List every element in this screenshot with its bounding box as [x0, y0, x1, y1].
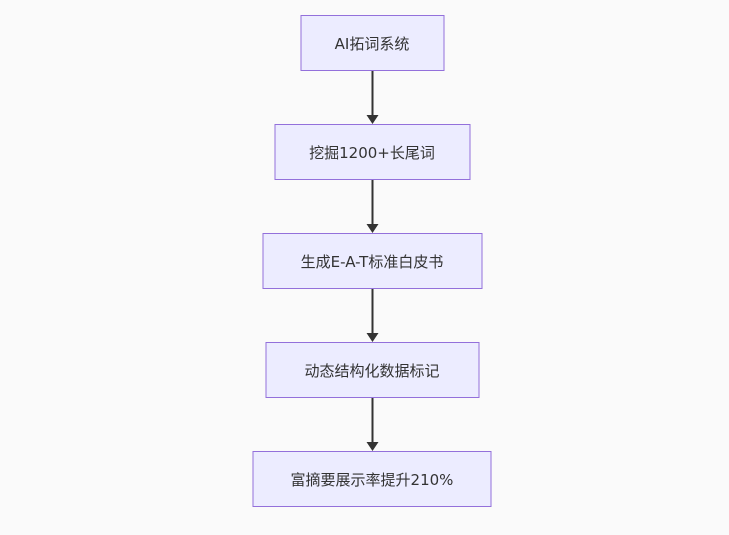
flow-node-longtail-mining: 挖掘1200+长尾词 [274, 124, 470, 180]
arrow-head-icon [366, 115, 378, 124]
flowchart: AI拓词系统 挖掘1200+长尾词 生成E-A-T标准白皮书 动态结构化数据标记… [252, 15, 492, 507]
flow-arrow-4 [366, 398, 378, 451]
flow-node-structured-data-markup: 动态结构化数据标记 [265, 342, 479, 398]
flow-node-label: AI拓词系统 [334, 34, 410, 53]
flow-node-label: 生成E-A-T标准白皮书 [300, 252, 444, 271]
flow-arrow-3 [366, 289, 378, 342]
arrow-shaft [371, 180, 373, 225]
arrow-head-icon [366, 442, 378, 451]
arrow-shaft [371, 398, 373, 443]
flow-arrow-1 [366, 71, 378, 124]
flow-node-eat-whitepaper: 生成E-A-T标准白皮书 [262, 233, 482, 289]
arrow-head-icon [366, 333, 378, 342]
arrow-shaft [371, 71, 373, 116]
flow-node-ai-keyword-system: AI拓词系统 [300, 15, 444, 71]
flow-node-label: 挖掘1200+长尾词 [309, 143, 435, 162]
flow-node-rich-snippet-result: 富摘要展示率提升210% [252, 451, 492, 507]
flow-node-label: 动态结构化数据标记 [304, 361, 440, 380]
flow-node-label: 富摘要展示率提升210% [290, 470, 454, 489]
arrow-shaft [371, 289, 373, 334]
flow-arrow-2 [366, 180, 378, 233]
arrow-head-icon [366, 224, 378, 233]
